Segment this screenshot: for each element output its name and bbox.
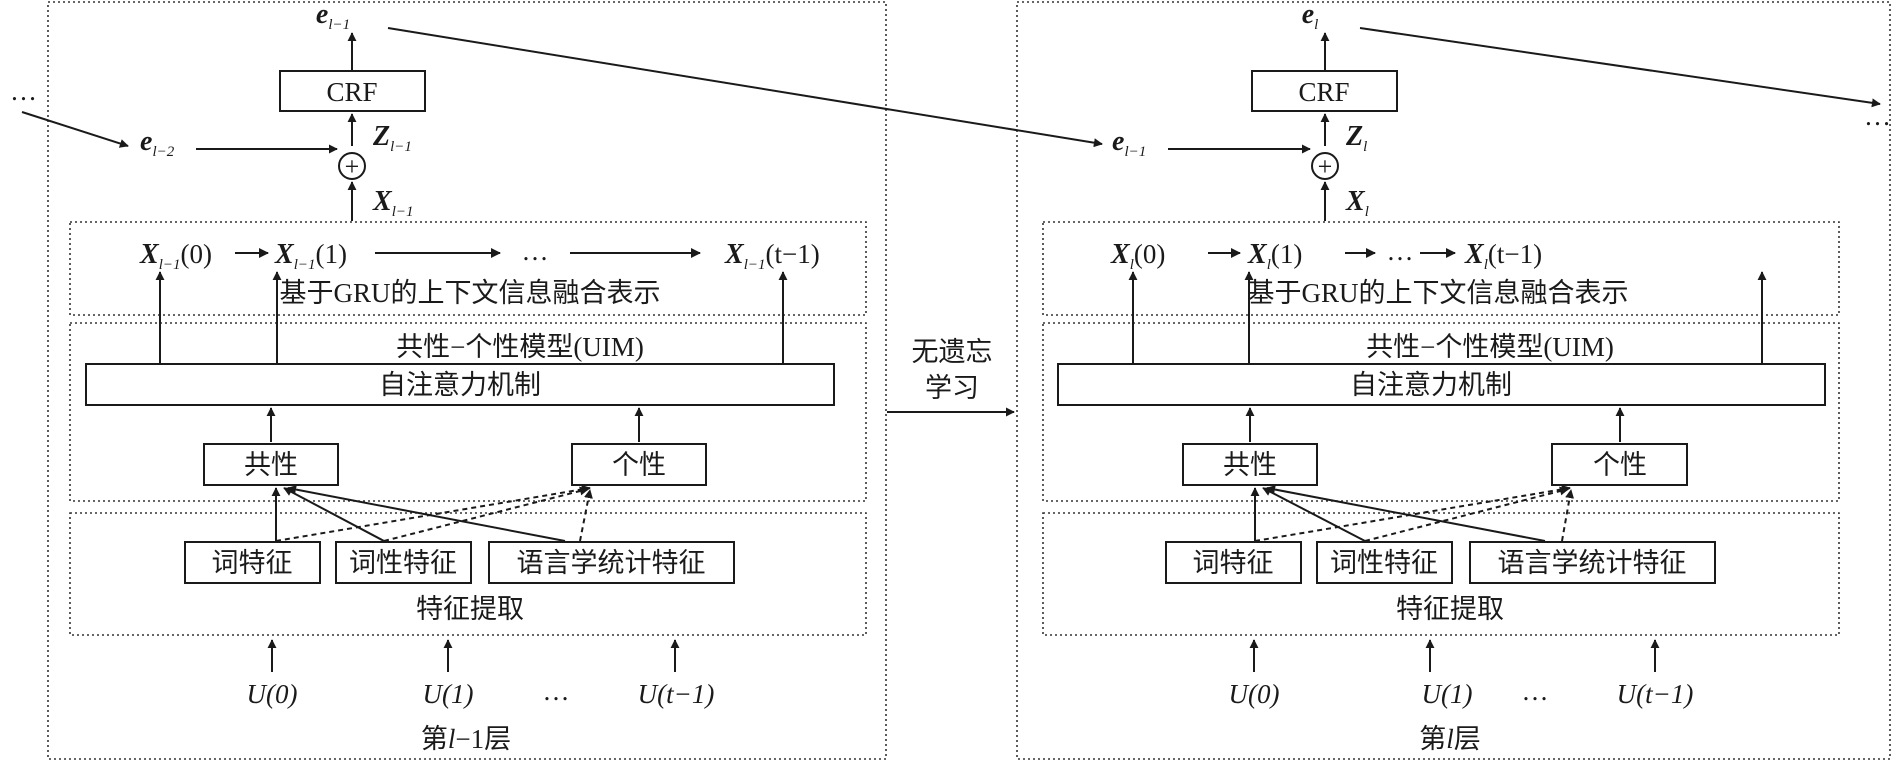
input-ellipsis: … (1522, 676, 1549, 706)
uim-frame (1042, 322, 1840, 502)
gru-seq-0: Xl−1(0) (139, 239, 212, 273)
uim-label: 共性−个性模型(UIM) (1366, 332, 1614, 362)
individual-label: 个性 (612, 450, 666, 480)
input-label-3: U(t−1) (638, 679, 715, 709)
attention-label: 自注意力机制 (379, 370, 541, 400)
gru-label: 基于GRU的上下文信息融合表示 (279, 278, 660, 308)
feature-label-2: 语言学统计特征 (1498, 548, 1687, 578)
link-f2-individual (1561, 489, 1575, 542)
layer-frame (47, 1, 887, 760)
input-label-1: U(1) (1422, 679, 1473, 709)
no-forget-label-line1: 无遗忘 (912, 337, 993, 367)
e-in-label: el−2 (140, 126, 175, 160)
gru-seq-1: Xl−1(1) (274, 239, 347, 273)
input-label-1: U(1) (423, 679, 474, 709)
link-f2-common (1266, 485, 1546, 542)
feature-label-2: 语言学统计特征 (517, 548, 706, 578)
feature-frame (69, 512, 867, 636)
layer-caption: 第l−1层 (421, 724, 511, 754)
uim-label: 共性−个性模型(UIM) (396, 332, 644, 362)
feature-box-0 (184, 541, 321, 584)
gru-seq-3: Xl−1(t−1) (724, 239, 820, 273)
attention-label: 自注意力机制 (1350, 370, 1512, 400)
link-f0-individual (1254, 484, 1571, 542)
plus-symbol: + (1318, 152, 1333, 181)
x-label: Xl (1345, 186, 1369, 220)
e-out-label: el (1302, 0, 1319, 33)
gru-seq-1: Xl(1) (1247, 239, 1302, 273)
crf-label: CRF (326, 77, 377, 107)
common-box (203, 443, 339, 486)
gru-frame (1042, 221, 1840, 316)
e-out-label: el−1 (316, 0, 350, 33)
link-f1-individual (383, 486, 589, 542)
individual-box (571, 443, 707, 486)
feature-box-1 (335, 541, 472, 584)
input-label-0: U(0) (1229, 679, 1280, 709)
no-forget-label-line2: 学习 (925, 373, 979, 403)
link-f2-individual (579, 489, 593, 542)
crf-label: CRF (1298, 77, 1349, 107)
feature-frame (1042, 512, 1840, 636)
individual-label: 个性 (1593, 450, 1647, 480)
layer-caption: 第l层 (1419, 724, 1481, 754)
feature-box-1 (1316, 541, 1453, 584)
arrow-prev-to-ein (21, 111, 129, 148)
layer-frame (1016, 1, 1891, 760)
plus-node (1311, 152, 1339, 180)
gru-seq-ellipsis: … (522, 236, 549, 266)
crf-box (1251, 70, 1398, 112)
gru-seq-3: Xl(t−1) (1464, 239, 1542, 273)
input-label-3: U(t−1) (1617, 679, 1694, 709)
link-f2-common (287, 485, 566, 542)
arrow-eout-to-next-layer (387, 27, 1103, 148)
attention-box (1057, 363, 1826, 406)
inter-layer: … … 无遗忘 学习 (10, 27, 1891, 417)
link-f1-individual (1364, 486, 1569, 542)
e-in-label: el−1 (1112, 126, 1146, 160)
feature-extract-label: 特征提取 (1396, 594, 1504, 624)
feature-box-0 (1165, 541, 1302, 584)
input-label-0: U(0) (247, 679, 298, 709)
crf-box (279, 70, 426, 112)
common-label: 共性 (1223, 450, 1277, 480)
layer-left: el−1 CRF + Zl−1 el−2 Xl−1 Xl−1(0) Xl−1(1… (47, 0, 887, 760)
feature-box-2 (1469, 541, 1716, 584)
individual-box (1551, 443, 1688, 486)
input-ellipsis: … (543, 676, 570, 706)
plus-node (338, 152, 366, 180)
plus-symbol: + (345, 152, 360, 181)
z-label: Zl (1345, 121, 1367, 155)
feature-label-1: 词性特征 (1330, 548, 1438, 578)
feature-box-2 (488, 541, 735, 584)
attention-box (85, 363, 835, 406)
feature-label-1: 词性特征 (349, 548, 457, 578)
layer-right: el CRF + Zl el−1 Xl Xl(0) Xl(1) … Xl( (1016, 0, 1891, 760)
link-f1-common (1262, 487, 1366, 542)
arrow-eout-to-next (1359, 27, 1881, 108)
gru-seq-0: Xl(0) (1110, 239, 1165, 273)
gru-frame (69, 221, 867, 316)
feature-label-0: 词特征 (1193, 548, 1274, 578)
uim-frame (69, 322, 867, 502)
continuation-right: … (1864, 101, 1891, 131)
z-label: Zl−1 (372, 121, 412, 155)
common-box (1182, 443, 1318, 486)
continuation-left: … (10, 76, 37, 106)
common-label: 共性 (244, 450, 298, 480)
link-f0-individual (275, 484, 591, 542)
x-label: Xl−1 (372, 186, 413, 220)
link-f1-common (283, 487, 385, 542)
gru-label: 基于GRU的上下文信息融合表示 (1247, 278, 1628, 308)
gru-seq-ellipsis: … (1387, 236, 1414, 266)
feature-extract-label: 特征提取 (416, 594, 524, 624)
feature-label-0: 词特征 (212, 548, 293, 578)
